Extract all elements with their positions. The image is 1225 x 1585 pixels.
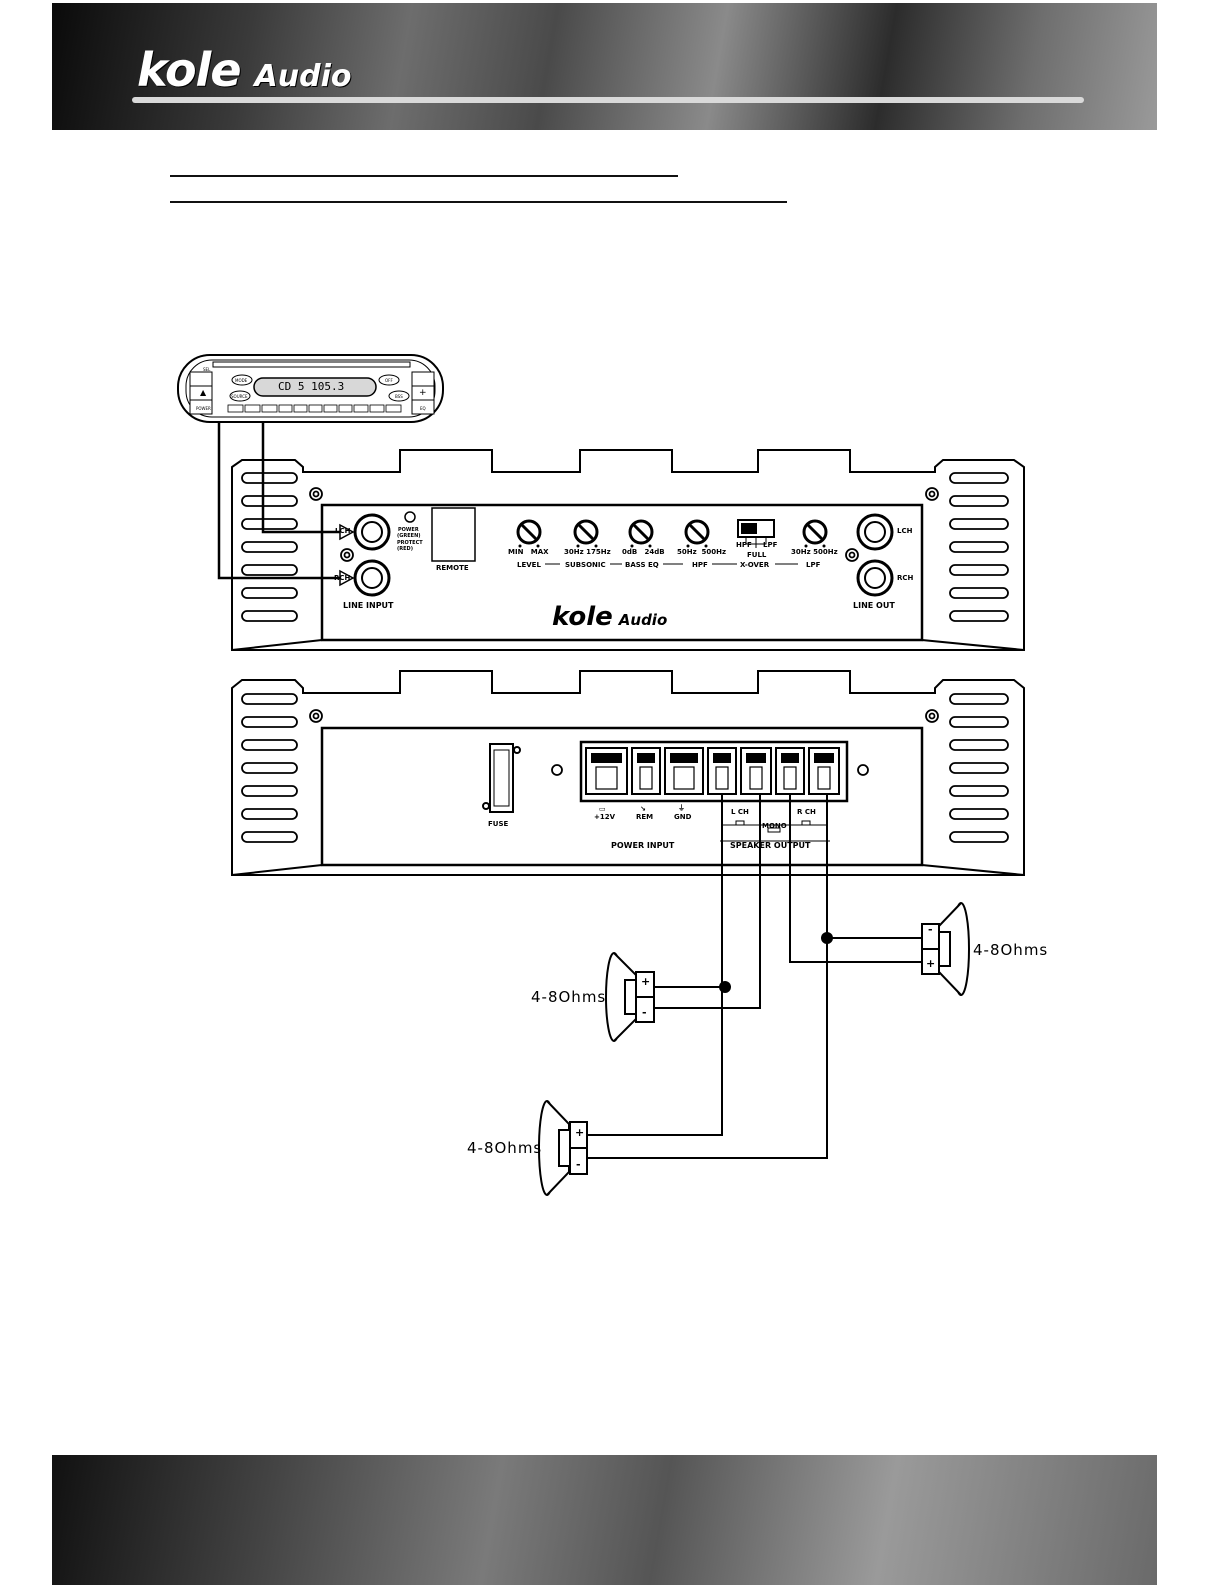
speaker-right-label: 4-8Ohms bbox=[973, 941, 1049, 959]
head-unit bbox=[177, 354, 444, 423]
remote-wire-icon: ↘ bbox=[640, 805, 646, 813]
plus-button[interactable] bbox=[411, 371, 435, 387]
line-input-label: LINE INPUT bbox=[343, 601, 394, 610]
rear-vents bbox=[241, 693, 1009, 843]
fuse-holder[interactable] bbox=[482, 743, 521, 813]
lpf-name: LPF bbox=[806, 561, 821, 569]
rem-label: REM bbox=[636, 813, 654, 821]
control-knobs bbox=[516, 519, 828, 545]
level-name: LEVEL bbox=[517, 561, 541, 569]
l-ch-label: L CH bbox=[731, 808, 749, 816]
front-vents bbox=[241, 472, 1009, 622]
head-unit-display-text: CD 5 105.3 bbox=[278, 380, 345, 393]
power-led-label: POWER bbox=[398, 527, 419, 533]
speaker-output-label: SPEAKER OUTPUT bbox=[730, 841, 811, 850]
bass-eq-range: 0dB 24dB bbox=[622, 548, 665, 556]
red-label: (RED) bbox=[397, 546, 413, 552]
speaker-right bbox=[921, 902, 970, 996]
plus-icon: + bbox=[575, 1126, 585, 1139]
amp-front-panel bbox=[231, 449, 1025, 651]
input-lch-label: LCH bbox=[335, 527, 351, 535]
xover-switch[interactable] bbox=[737, 519, 775, 548]
input-rch-label: RCH bbox=[334, 574, 351, 582]
head-unit-display bbox=[253, 377, 377, 397]
speaker-left-upper bbox=[605, 952, 655, 1042]
plus-icon: + bbox=[641, 975, 651, 988]
bass-label: BSS bbox=[395, 394, 403, 399]
eq-label: EQ bbox=[420, 406, 426, 411]
hpf-range: 50Hz 500Hz bbox=[677, 548, 727, 556]
subsonic-name: SUBSONIC bbox=[565, 561, 606, 569]
hpf-name: HPF bbox=[692, 561, 708, 569]
output-lch-label: LCH bbox=[897, 527, 913, 535]
bass-eq-name: BASS EQ bbox=[625, 561, 659, 569]
xover-full-label: FULL bbox=[747, 551, 767, 559]
level-range: MIN MAX bbox=[508, 548, 549, 556]
minus-icon: - bbox=[928, 923, 933, 936]
title-rule-2 bbox=[170, 201, 787, 203]
output-rch-label: RCH bbox=[897, 574, 914, 582]
mono-label: MONO bbox=[762, 822, 787, 830]
rca-wires bbox=[217, 422, 340, 580]
speaker-wires bbox=[585, 794, 925, 1159]
minus-icon: - bbox=[576, 1158, 581, 1171]
speaker-left-upper-label: 4-8Ohms bbox=[531, 988, 607, 1006]
minus-icon: - bbox=[642, 1006, 647, 1019]
source-label: SOURCE bbox=[231, 394, 248, 399]
remote-label: REMOTE bbox=[436, 564, 469, 572]
terminal-block bbox=[579, 740, 849, 803]
line-out-label: LINE OUT bbox=[853, 601, 895, 610]
plus-icon: + bbox=[926, 957, 936, 970]
sel-button[interactable] bbox=[189, 371, 213, 387]
amp-rear-panel bbox=[231, 670, 1025, 876]
sel-label: SEL bbox=[203, 367, 211, 372]
power-label: POWER bbox=[196, 406, 211, 411]
footer-band bbox=[52, 1455, 1157, 1585]
fuse-label: FUSE bbox=[488, 820, 509, 828]
battery-icon: ▭ bbox=[599, 805, 606, 813]
rca-jacks bbox=[353, 513, 894, 597]
xover-name: X-OVER bbox=[740, 561, 770, 569]
title-rule-1 bbox=[170, 175, 678, 177]
eq-button[interactable] bbox=[411, 399, 435, 415]
v12-label: +12V bbox=[594, 813, 616, 821]
subsonic-range: 30Hz 175Hz bbox=[564, 548, 611, 556]
power-input-label: POWER INPUT bbox=[611, 841, 675, 850]
xover-lpf-label: LPF bbox=[763, 541, 778, 549]
power-button[interactable] bbox=[189, 399, 213, 415]
off-label: OFF bbox=[385, 378, 393, 383]
protect-label: PROTECT bbox=[397, 540, 423, 546]
gnd-label: GND bbox=[674, 813, 692, 821]
power-protect-led bbox=[404, 511, 416, 523]
ground-icon: ⏚ bbox=[678, 804, 685, 812]
r-ch-label: R CH bbox=[797, 808, 816, 816]
speaker-left-lower bbox=[538, 1100, 588, 1196]
plus-icon: + bbox=[419, 388, 427, 398]
xover-hpf-label: HPF bbox=[736, 541, 752, 549]
green-label: (GREEN) bbox=[397, 533, 421, 539]
remote-port[interactable] bbox=[431, 507, 476, 562]
speaker-left-lower-label: 4-8Ohms bbox=[467, 1139, 543, 1157]
lpf-range: 30Hz 500Hz bbox=[791, 548, 838, 556]
mode-label: MODE bbox=[235, 378, 248, 383]
header-divider bbox=[132, 97, 1084, 103]
up-arrow-icon: ▲ bbox=[200, 388, 207, 397]
